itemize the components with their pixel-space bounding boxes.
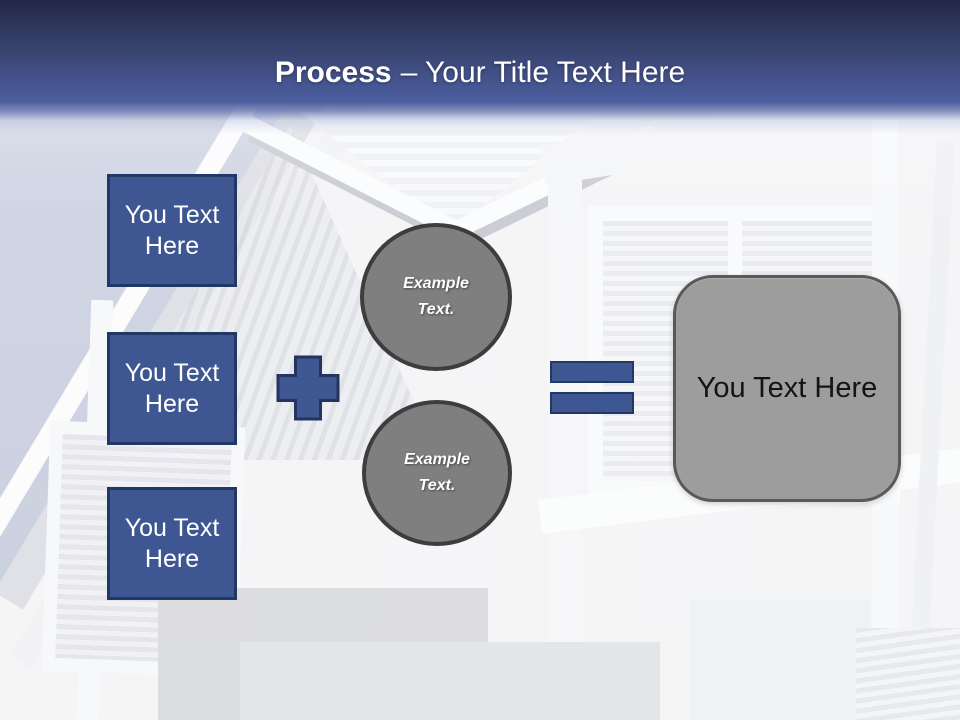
plus-icon: [276, 355, 340, 421]
equals-bar-bottom: [550, 392, 634, 414]
input-box-1-label: You Text Here: [124, 201, 220, 260]
input-box-3: You Text Here: [107, 487, 237, 600]
title-text: – Your Title Text Here: [400, 56, 686, 89]
slide-title: Process– Your Title Text Here: [0, 56, 960, 89]
input-box-3-label: You Text Here: [124, 514, 220, 573]
input-box-2: You Text Here: [107, 332, 237, 445]
plus-shape: [276, 355, 340, 421]
example-circle-1-label: Example Text.: [403, 275, 469, 318]
example-circle-2: Example Text.: [362, 400, 512, 546]
input-box-1: You Text Here: [107, 174, 237, 287]
title-keyword: Process: [274, 56, 392, 89]
result-box-label: You Text Here: [696, 372, 878, 404]
example-circle-2-label: Example Text.: [404, 451, 470, 494]
equals-bar-top: [550, 361, 634, 383]
example-circle-1: Example Text.: [360, 223, 512, 371]
title-banner: Process– Your Title Text Here: [0, 0, 960, 134]
result-box: You Text Here: [673, 275, 901, 502]
input-box-2-label: You Text Here: [124, 359, 220, 418]
equals-icon: [550, 361, 634, 414]
